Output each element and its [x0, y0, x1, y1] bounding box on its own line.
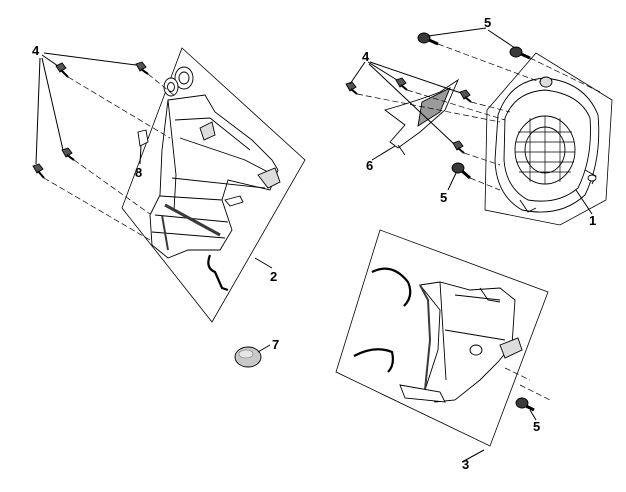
part-1-boundary — [484, 52, 613, 226]
callout-1: 1 — [589, 213, 597, 228]
callout-6: 6 — [366, 158, 374, 173]
part-4-left-screws — [32, 61, 176, 241]
callout-2: 2 — [270, 269, 278, 284]
callout-8: 8 — [135, 165, 143, 180]
callout-5-mid: 5 — [440, 190, 448, 205]
part-3-boundary — [335, 229, 549, 447]
bolt-t1 — [417, 32, 439, 46]
part-6-plate — [371, 78, 460, 161]
screw-r1 — [345, 81, 358, 95]
leaders-right-4 — [349, 61, 462, 145]
part-7-grommet — [234, 344, 271, 368]
bolt-t2 — [509, 46, 531, 60]
part-2-boundary — [121, 47, 306, 323]
part-4-right-screws — [345, 77, 511, 166]
leaders-left-4 — [35, 52, 137, 165]
screw-r4 — [452, 140, 465, 154]
part-5-bolt-mid — [447, 162, 501, 191]
callout-4-right: 4 — [362, 49, 370, 64]
callout-7: 7 — [272, 337, 280, 352]
screw-r3 — [459, 89, 472, 103]
screw-1 — [55, 62, 69, 78]
callout-4-left: 4 — [32, 43, 40, 58]
leader-2 — [254, 257, 273, 269]
callout-3: 3 — [462, 457, 470, 472]
callout-5-top: 5 — [484, 15, 492, 30]
callout-5-bottom: 5 — [533, 419, 541, 434]
part-8-clip — [137, 129, 149, 147]
part-1-fan-cover — [484, 52, 613, 226]
part-3-lower-shroud — [335, 229, 549, 463]
screw-3 — [61, 147, 75, 161]
screw-2 — [135, 61, 149, 75]
leader-8 — [139, 145, 142, 165]
part-5-bolt-bottom — [504, 367, 551, 421]
screw-4 — [32, 163, 45, 179]
screw-r2 — [395, 77, 408, 91]
part-2-left-shroud — [121, 47, 306, 323]
leader-1 — [575, 189, 593, 215]
part-5-bolts-top — [417, 27, 601, 93]
